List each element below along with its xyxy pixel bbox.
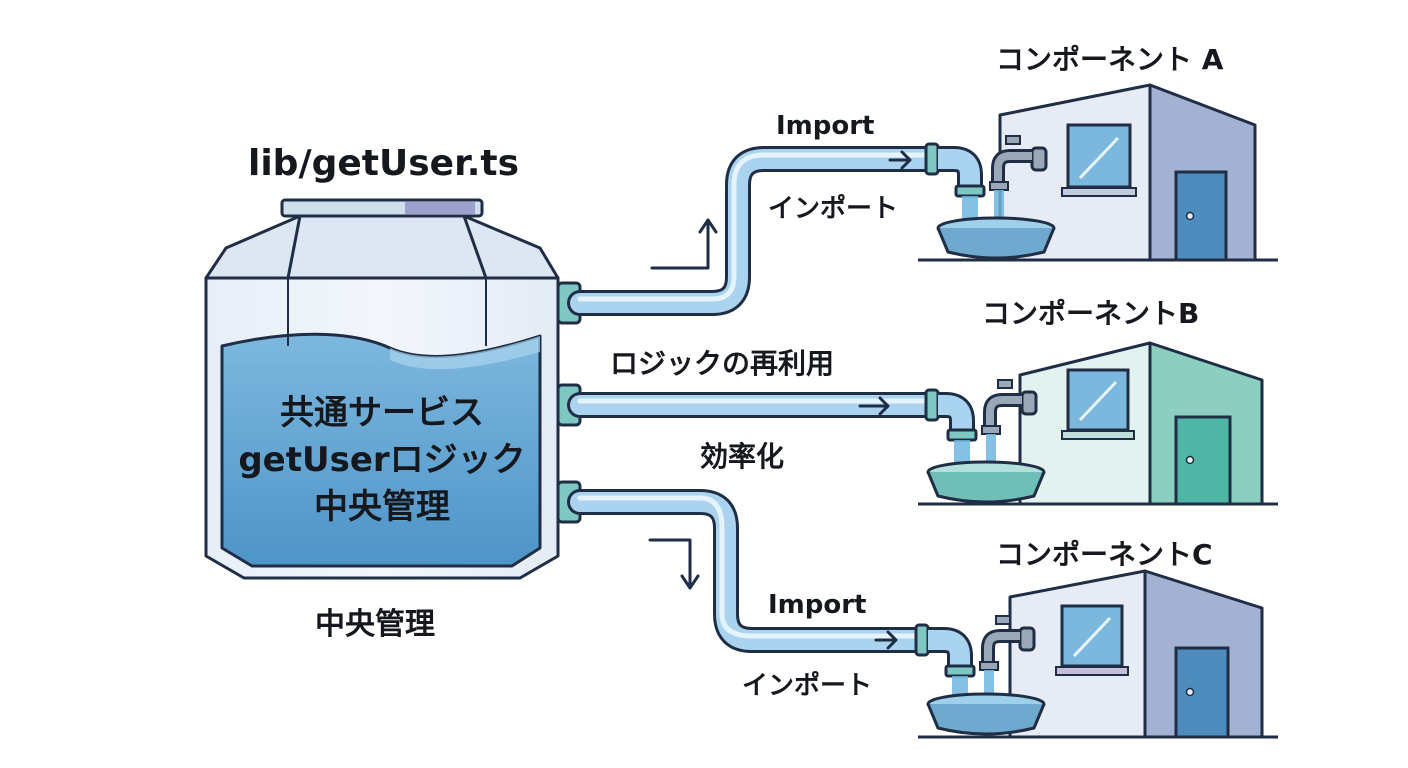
basin	[936, 216, 1056, 260]
component-b-building	[918, 341, 1278, 506]
arrow-right-icon	[874, 630, 898, 650]
outlet-b	[924, 388, 978, 466]
door	[1174, 415, 1232, 506]
pipe-c-label-ja: インポート	[742, 671, 873, 701]
flow-arrows	[648, 150, 912, 650]
component-a-building	[918, 83, 1278, 262]
arrow-up-icon	[650, 218, 718, 270]
arrow-down-icon	[648, 538, 700, 590]
door	[1174, 170, 1228, 262]
pipe-b-label-bottom: 効率化	[700, 440, 785, 473]
tank-lid-accent	[405, 202, 475, 214]
outlet-c	[914, 623, 976, 702]
pipe-a-label-ja: インポート	[768, 194, 899, 224]
component-c-title: コンポーネントC	[996, 538, 1213, 571]
storage-tank	[204, 198, 582, 580]
component-b-title: コンポーネントB	[982, 297, 1200, 330]
basin	[926, 460, 1046, 504]
arrow-right-icon	[888, 150, 912, 170]
tank-line-shared-service: 共通サービス	[280, 393, 484, 433]
pipe-to-component-c	[567, 489, 948, 653]
faucet-icon	[979, 615, 1036, 700]
tank-line-central-management: 中央管理	[314, 487, 450, 527]
tank-roof	[204, 214, 560, 280]
pipe-c-label-en: Import	[768, 590, 867, 620]
pipe-a-label-en: Import	[776, 111, 875, 141]
faucet-icon	[989, 135, 1048, 220]
tank-file-title: lib/getUser.ts	[248, 143, 520, 184]
component-c-building	[918, 569, 1278, 739]
faucet-icon	[981, 379, 1038, 464]
arrow-right-icon	[858, 396, 890, 416]
tank-caption: 中央管理	[315, 607, 435, 642]
pipe-to-component-a	[567, 146, 948, 316]
pipe-b-label-top: ロジックの再利用	[610, 347, 835, 380]
door	[1174, 646, 1230, 739]
tank-line-getuser-logic: getUserロジック	[238, 440, 526, 480]
outlet-a	[924, 142, 986, 222]
basin	[926, 692, 1046, 736]
component-a-title: コンポーネント A	[996, 43, 1224, 76]
